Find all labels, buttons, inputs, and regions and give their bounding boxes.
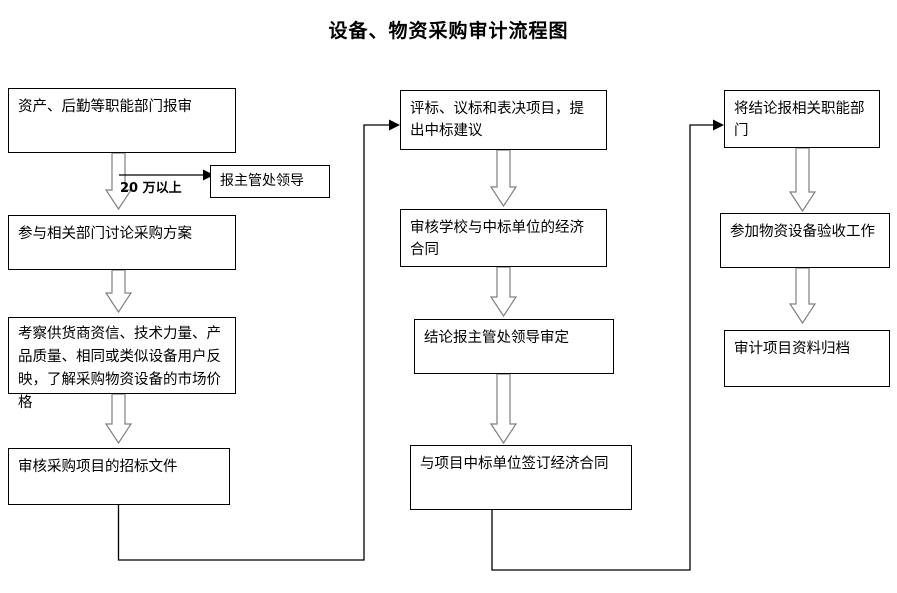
arrow-r2-to-r3 bbox=[788, 267, 817, 325]
node-report-to-functional-depts[interactable]: 资产、后勤等职能部门报审 bbox=[8, 88, 236, 153]
node-archive-audit-materials[interactable]: 审计项目资料归档 bbox=[724, 330, 890, 387]
edge-label-threshold: 20 万以上 bbox=[120, 181, 182, 196]
node-review-economic-contract[interactable]: 审核学校与中标单位的经济合同 bbox=[400, 209, 607, 267]
arrow-l2-to-l3 bbox=[104, 269, 133, 314]
node-discuss-procurement-plan[interactable]: 参与相关部门讨论采购方案 bbox=[8, 215, 236, 270]
node-investigate-suppliers[interactable]: 考察供货商资信、技术力量、产品质量、相同或类似设备用户反映，了解采购物资设备的市… bbox=[8, 317, 236, 411]
arrow-m1-to-m2 bbox=[489, 149, 518, 208]
node-report-to-supervising-leader[interactable]: 报主管处领导 bbox=[210, 165, 330, 198]
node-sign-economic-contract[interactable]: 与项目中标单位签订经济合同 bbox=[410, 445, 632, 510]
arrow-l3-to-l4 bbox=[104, 393, 133, 445]
node-conclusion-approval[interactable]: 结论报主管处领导审定 bbox=[414, 319, 614, 374]
arrow-r1-to-r2 bbox=[788, 147, 817, 213]
node-bid-evaluation-recommendation[interactable]: 评标、议标和表决项目，提出中标建议 bbox=[400, 90, 607, 150]
node-review-bid-documents[interactable]: 审核采购项目的招标文件 bbox=[8, 448, 230, 505]
node-report-conclusion-to-depts[interactable]: 将结论报相关职能部门 bbox=[724, 90, 880, 148]
page-title: 设备、物资采购审计流程图 bbox=[328, 20, 569, 42]
node-participate-acceptance[interactable]: 参加物资设备验收工作 bbox=[720, 213, 890, 268]
arrow-m2-to-m3 bbox=[489, 266, 518, 318]
arrow-m3-to-m4 bbox=[489, 373, 518, 445]
